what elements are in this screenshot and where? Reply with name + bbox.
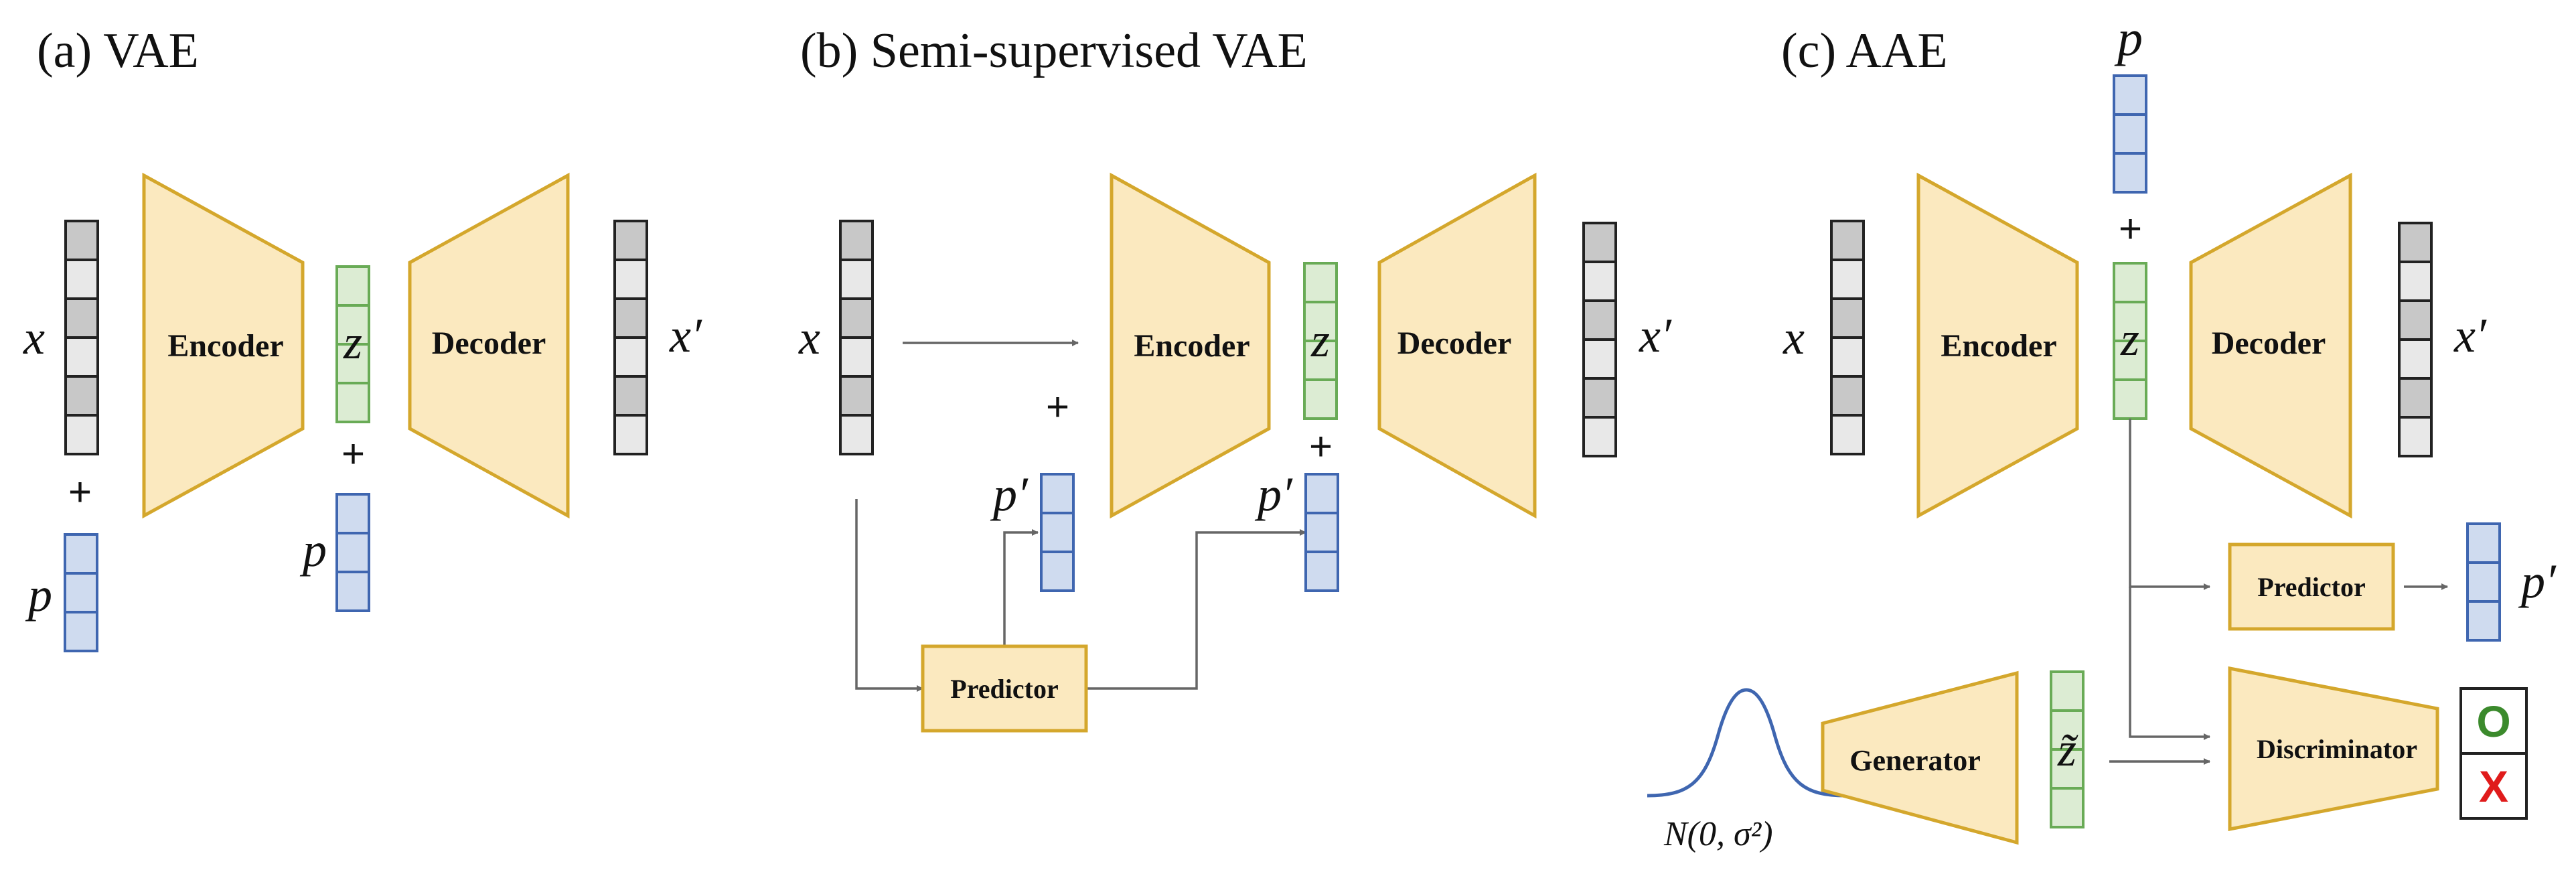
label-z: z xyxy=(1310,313,1330,367)
property-vector-p-prime xyxy=(1040,473,1075,592)
latent-vector-z xyxy=(335,265,370,423)
encoder-label: Encoder xyxy=(167,328,283,364)
generator-label: Generator xyxy=(1849,744,1980,777)
plus-sign: + xyxy=(342,431,365,476)
decoder-block xyxy=(2189,172,2352,519)
plus-sign: + xyxy=(2119,206,2142,251)
label-z-tilde: z̃ xyxy=(2057,723,2078,776)
label-z: z xyxy=(343,315,362,369)
decoder-block xyxy=(1377,172,1537,519)
plus-sign: + xyxy=(68,469,92,514)
real-mark: O xyxy=(2476,697,2510,746)
discriminator-label: Discriminator xyxy=(2257,734,2417,764)
label-p-prime: p′ xyxy=(990,467,1029,521)
label-x-prime: x′ xyxy=(2453,309,2487,362)
label-x-prime: x′ xyxy=(1639,309,1672,362)
label-x: x xyxy=(798,311,820,364)
discriminator-block xyxy=(2228,666,2439,832)
predictor-block xyxy=(921,644,1088,733)
encoder-label: Encoder xyxy=(1134,328,1249,364)
arrow-z-to-discriminator xyxy=(2129,587,2210,740)
label-p: p xyxy=(299,523,327,577)
predictor-block xyxy=(2228,542,2395,631)
panel-semi-supervised-vae: (b) Semi-supervised VAE x + p′ Predictor xyxy=(798,23,1672,733)
label-p-prime: p′ xyxy=(2518,555,2557,608)
property-vector-p-prime xyxy=(1304,473,1339,592)
generator-block xyxy=(1821,670,2019,845)
label-p-prime: p′ xyxy=(1254,467,1293,521)
output-vector-x-prime xyxy=(1582,222,1617,457)
input-vector-x xyxy=(1830,220,1865,455)
arrow-x-to-predictor xyxy=(855,499,923,692)
fake-outcome-box xyxy=(2459,752,2528,820)
decoder-label: Decoder xyxy=(1397,325,1512,361)
latent-vector-z xyxy=(1303,262,1338,420)
predictor-label: Predictor xyxy=(2257,572,2365,602)
encoder-block xyxy=(142,172,305,519)
output-vector-x-prime xyxy=(2398,222,2433,457)
fake-mark: X xyxy=(2479,762,2508,811)
label-p: p xyxy=(2114,10,2143,66)
plus-sign: + xyxy=(1309,424,1333,469)
label-x: x xyxy=(23,311,45,364)
latent-vector-z xyxy=(2113,262,2147,420)
panel-title-vae: (a) VAE xyxy=(37,23,199,78)
predictor-label: Predictor xyxy=(950,674,1058,704)
label-p: p xyxy=(25,568,52,622)
input-vector-x xyxy=(64,220,99,455)
label-x-prime: x′ xyxy=(669,309,702,362)
arrow-predictor-to-decoder-p-prime xyxy=(1086,529,1306,690)
property-vector-p xyxy=(2113,74,2147,194)
property-vector-p-prime xyxy=(2466,522,2501,642)
encoder-label: Encoder xyxy=(1941,328,2056,364)
decoder-label: Decoder xyxy=(2212,325,2326,361)
decoder-label: Decoder xyxy=(432,325,546,361)
label-z: z xyxy=(2120,312,2139,366)
property-vector-p xyxy=(335,493,370,612)
encoder-block xyxy=(1110,172,1271,519)
output-vector-x-prime xyxy=(613,220,648,455)
latent-vector-z-tilde xyxy=(2050,670,2085,828)
input-vector-x xyxy=(839,220,874,455)
panel-aae: (c) AAE p + x Encoder z xyxy=(1647,10,2557,853)
arrow-predictor-to-p-prime xyxy=(1003,529,1039,646)
label-prior: N(0, σ²) xyxy=(1663,815,1773,853)
label-x: x xyxy=(1783,311,1805,364)
panel-title-semi-supervised-vae: (b) Semi-supervised VAE xyxy=(800,23,1308,78)
plus-sign: + xyxy=(1046,384,1069,429)
panel-title-aae: (c) AAE xyxy=(1781,23,1948,78)
panel-vae: (a) VAE x + p Encoder z xyxy=(23,23,702,652)
decoder-block xyxy=(408,172,570,519)
property-vector-p xyxy=(64,533,98,652)
gaussian-prior-curve xyxy=(1647,688,1846,798)
real-outcome-box xyxy=(2459,687,2528,755)
encoder-block xyxy=(1916,172,2079,519)
arrow-z-to-predictor xyxy=(2129,419,2210,590)
